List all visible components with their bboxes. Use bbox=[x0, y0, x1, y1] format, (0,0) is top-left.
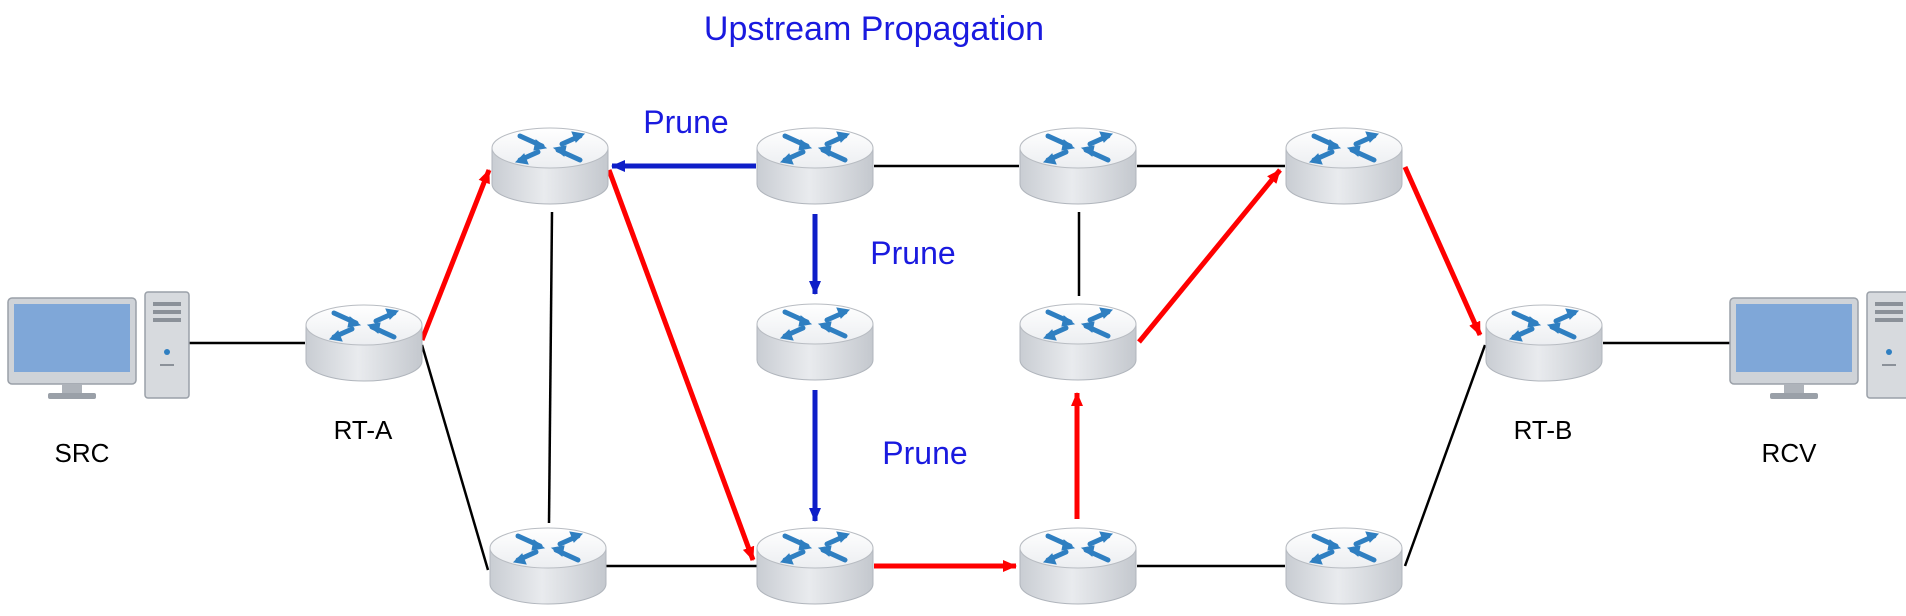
router-icon bbox=[757, 304, 873, 380]
forward-arrow-5 bbox=[1137, 168, 1282, 344]
label-rcv: RCV bbox=[1762, 438, 1818, 468]
link-tl-bl bbox=[547, 211, 554, 524]
router-middle-center bbox=[757, 304, 873, 380]
label-src: SRC bbox=[55, 438, 110, 468]
network-links bbox=[186, 164, 1730, 571]
router-icon bbox=[1020, 128, 1136, 204]
prune-path bbox=[611, 160, 821, 522]
router-icon bbox=[1020, 304, 1136, 380]
router-bottom-right bbox=[1286, 528, 1402, 604]
router-bottom-center-right bbox=[1020, 528, 1136, 604]
router-icon bbox=[1020, 528, 1136, 604]
desktop-computer-icon bbox=[7, 291, 190, 400]
router-icon bbox=[492, 128, 608, 204]
router-icon bbox=[306, 305, 422, 381]
router-rt-a bbox=[306, 305, 422, 381]
desktop-computer-icon bbox=[1729, 291, 1906, 400]
router-icon bbox=[1486, 305, 1602, 381]
forward-arrow-1 bbox=[419, 169, 492, 341]
router-top-left bbox=[492, 128, 608, 204]
label-rt-b: RT-B bbox=[1514, 415, 1573, 445]
router-icon bbox=[1286, 128, 1402, 204]
link-rta-bl bbox=[420, 344, 490, 571]
router-top-center bbox=[757, 128, 873, 204]
prune-label-1: Prune bbox=[643, 104, 728, 140]
prune-label-2: Prune bbox=[870, 235, 955, 271]
forwarding-path bbox=[419, 165, 1483, 572]
link-br-rtb bbox=[1403, 344, 1487, 567]
router-icon bbox=[757, 128, 873, 204]
router-rt-b bbox=[1486, 305, 1602, 381]
router-middle-right bbox=[1020, 304, 1136, 380]
computer-rcv bbox=[1729, 291, 1906, 400]
forward-arrow-6 bbox=[1402, 165, 1483, 337]
router-bottom-left bbox=[490, 528, 606, 604]
diagram-title: Upstream Propagation bbox=[704, 10, 1044, 48]
forward-arrow-2 bbox=[606, 169, 756, 561]
router-icon bbox=[490, 528, 606, 604]
label-rt-a: RT-A bbox=[334, 415, 393, 445]
router-icon bbox=[757, 528, 873, 604]
router-top-right-1 bbox=[1020, 128, 1136, 204]
computer-src bbox=[7, 291, 190, 400]
router-icon bbox=[1286, 528, 1402, 604]
prune-label-3: Prune bbox=[882, 435, 967, 471]
router-bottom-center-left bbox=[757, 528, 873, 604]
router-top-right-2 bbox=[1286, 128, 1402, 204]
